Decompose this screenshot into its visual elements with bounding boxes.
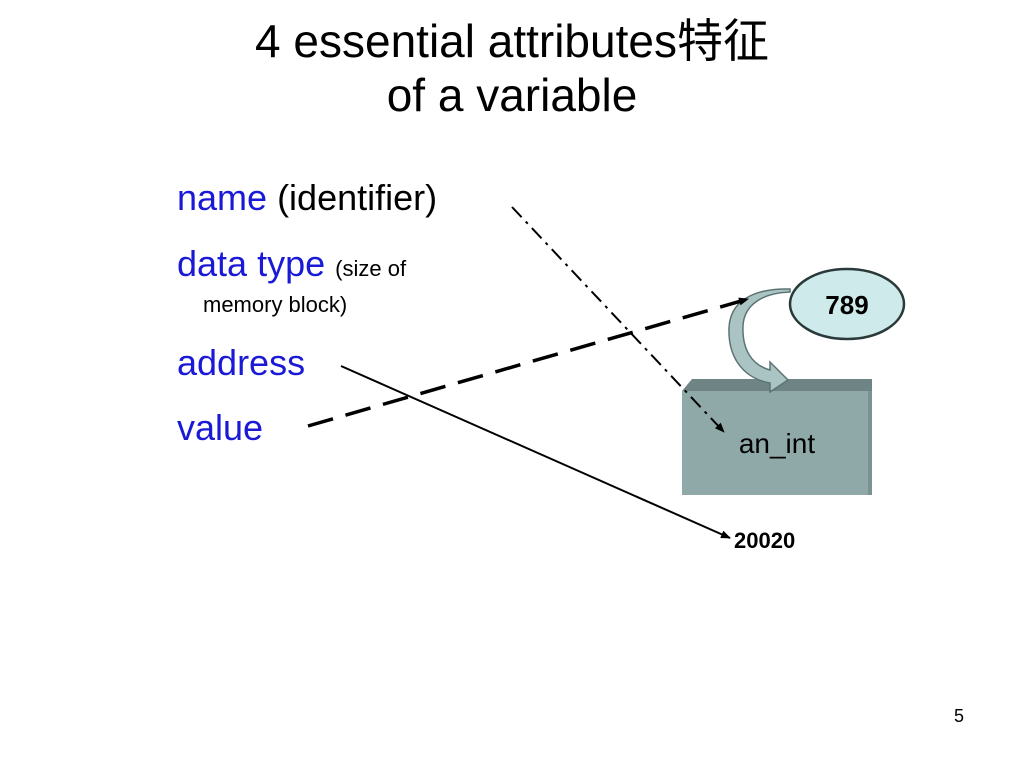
attribute-name: name (identifier) (177, 178, 437, 218)
attribute-datatype-note: (size of (335, 256, 407, 281)
variable-name-label: an_int (738, 428, 816, 459)
attribute-address-keyword: address (177, 342, 306, 383)
attribute-datatype: data type (size of (177, 244, 406, 289)
memory-box-edge (868, 391, 872, 495)
value-bubble (788, 267, 906, 341)
address-label: 20020 (734, 528, 796, 553)
curved-arrow-icon (728, 288, 791, 394)
attribute-value-keyword: value (177, 407, 264, 448)
memory-box-face (682, 391, 872, 495)
slide-title: 4 essential attributes特征 of a variable (0, 14, 1024, 122)
attribute-datatype-note-continued: memory block) (203, 292, 348, 317)
attribute-name-keyword: name (177, 177, 268, 218)
memory-box (682, 379, 872, 495)
attribute-address: address (177, 343, 305, 383)
slide-title-line1: 4 essential attributes特征 (255, 15, 769, 67)
attribute-name-detail: (identifier) (267, 177, 438, 218)
name-to-variable-arrow (511, 206, 725, 433)
page-number: 5 (953, 706, 964, 726)
address-to-location-arrow (340, 365, 731, 539)
attribute-value: value (177, 408, 263, 448)
attribute-datatype-keyword: data type (177, 243, 326, 284)
slide-title-line2: of a variable (386, 69, 638, 121)
value-bubble-label: 789 (825, 289, 869, 320)
